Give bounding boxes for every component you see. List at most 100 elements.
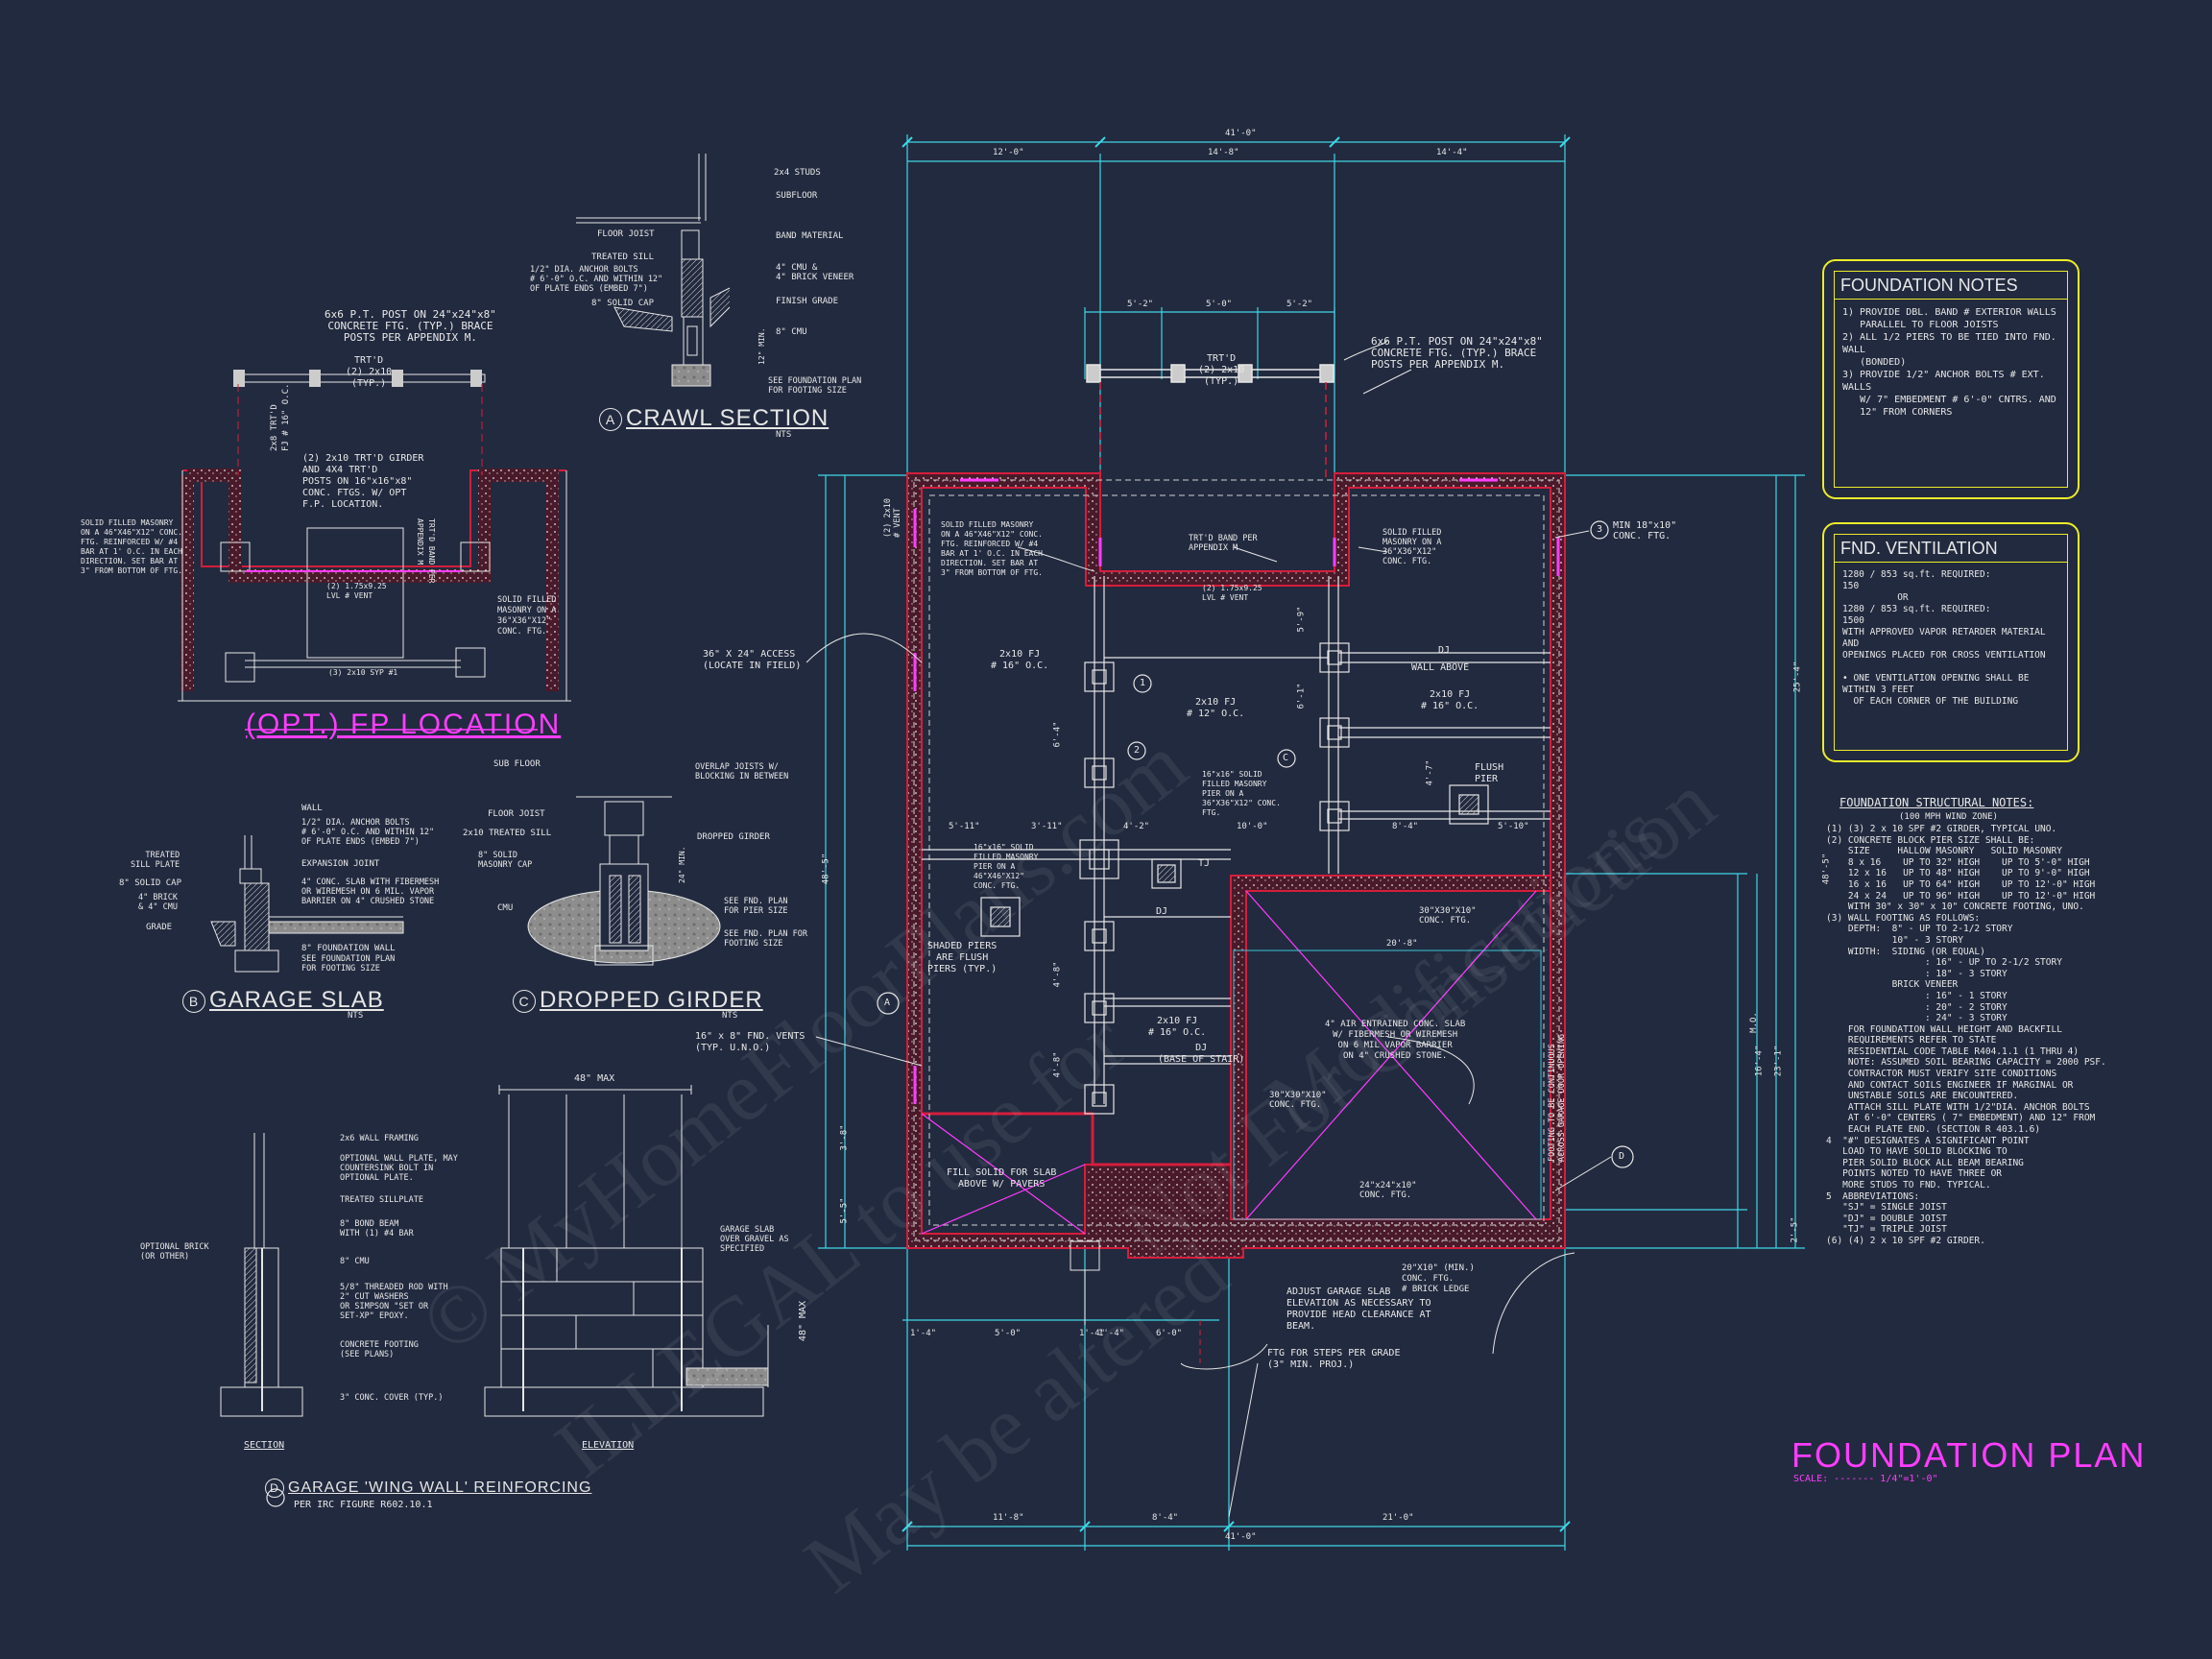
ww-label-footing: CONCRETE FOOTING (SEE PLANS) <box>340 1340 419 1359</box>
fp-callout-post: 6x6 P.T. POST ON 24"x24"x8" CONCRETE FTG… <box>325 308 496 344</box>
crawl-label-min: 12" MIN. <box>757 327 766 365</box>
plan-callout-shaded: SHADED PIERS ARE FLUSH PIERS (TYP.) <box>927 941 998 974</box>
crawl-label-subfloor: SUBFLOOR <box>776 191 818 201</box>
dg-label-girder: DROPPED GIRDER <box>697 832 770 842</box>
dim-bsmall-3: 1'-4" <box>1079 1329 1106 1338</box>
plan-callout-lvl: (2) 1.75x9.25 LVL # VENT <box>1202 584 1262 602</box>
wing-wall-title-text: GARAGE 'WING WALL' REINFORCING <box>288 1479 592 1497</box>
plan-callout-30x30-b: 30"X30"X10" CONC. FTG. <box>1269 1091 1327 1110</box>
crawl-title-text: CRAWL SECTION <box>626 405 830 431</box>
dg-label-footing: SEE FND. PLAN FOR FOOTING SIZE <box>724 929 807 949</box>
crawl-nts: NTS <box>776 430 792 440</box>
plan-callout-solid-46: SOLID FILLED MASONRY ON A 46"X46"X12" CO… <box>941 520 1043 577</box>
front-steps <box>1070 1240 1201 1363</box>
dim-left-2: 4'-8" <box>1052 961 1063 988</box>
ww-label-rod: 5/8" THREADED ROD WITH 2" CUT WASHERS OR… <box>340 1283 448 1321</box>
fnd-ventilation-box: FND. VENTILATION 1280 / 853 sq.ft. REQUI… <box>1822 522 2080 762</box>
dim-int-10: 6'-1" <box>1296 683 1307 709</box>
dim-int-8: 4'-7" <box>1425 759 1435 786</box>
fp-callout-solid-46: SOLID FILLED MASONRY ON A 46"X46"X12" CO… <box>81 518 182 575</box>
dim-right-1: 25'-4" <box>1792 661 1803 693</box>
dim-int-7: 20'-8" <box>1386 939 1418 949</box>
fp-location-title: (OPT.) FP LOCATION <box>246 709 562 740</box>
dim-bottom-2: 8'-4" <box>1152 1513 1179 1523</box>
gslab-label-sill: TREATED SILL PLATE <box>131 851 180 870</box>
plan-callout-garage-slab: 4" AIR ENTRAINED CONC. SLAB W/ FIBERMESH… <box>1325 1020 1466 1061</box>
foundation-notes-box: FOUNDATION NOTES 1) PROVIDE DBL. BAND # … <box>1822 259 2080 499</box>
ww-label-plate: OPTIONAL WALL PLATE, MAY COUNTERSINK BOL… <box>340 1154 458 1183</box>
plan-callout-fj-16c: 2x10 FJ # 16" O.C. <box>1148 1016 1207 1038</box>
plan-scale: SCALE: ------- 1/4"=1'-0" <box>1793 1474 1938 1484</box>
fp-callout-syp: (3) 2x10 SYP #1 <box>328 668 398 677</box>
grid-tag-3: 3 <box>1597 524 1603 535</box>
leader-lines <box>805 340 1612 1518</box>
plan-callout-fill-solid: FILL SOLID FOR SLAB ABOVE W/ PAVERS <box>947 1167 1057 1190</box>
crawl-label-bolts: 1/2" DIA. ANCHOR BOLTS # 6'-0" O.C. AND … <box>530 265 663 294</box>
plan-callout-fj-16b: 2x10 FJ # 16" O.C. <box>1421 689 1479 711</box>
plan-callout-24x24: 24"x24"x10" CONC. FTG. <box>1359 1181 1417 1200</box>
crawl-label-joist: FLOOR JOIST <box>597 229 655 239</box>
wing-wall-tag: D <box>265 1479 284 1498</box>
crawl-label-sill: TREATED SILL <box>591 252 655 262</box>
gslab-label-fndwall: 8" FOUNDATION WALL <box>301 944 396 953</box>
gslab-label-footing: SEE FOUNDATION PLAN FOR FOOTING SIZE <box>301 954 396 974</box>
garage-slab-x <box>921 890 1542 1235</box>
plan-callout-continuous: FOOTING TO BE CONTINUOUS ACROSS GARAGE D… <box>1548 1033 1567 1162</box>
crawl-label-grade: FINISH GRADE <box>776 297 839 306</box>
structural-notes-title: FOUNDATION STRUCTURAL NOTES: <box>1839 796 2034 809</box>
plan-callout-pier-36: 16"x16" SOLID FILLED MASONRY PIER ON A 3… <box>1202 770 1281 817</box>
plan-callout-post: 6x6 P.T. POST ON 24"x24"x8" CONCRETE FTG… <box>1371 335 1543 371</box>
plan-callout-access: 36" X 24" ACCESS (LOCATE IN FIELD) <box>703 649 802 671</box>
gslab-label-slab: 4" CONC. SLAB WITH FIBERMESH OR WIREMESH… <box>301 878 440 906</box>
wing-wall-max-top: 48" MAX <box>574 1073 615 1084</box>
grid-tag-d: D <box>1619 1151 1625 1162</box>
garage-slab-title-text: GARAGE SLAB <box>209 987 384 1013</box>
ww-label-slab: GARAGE SLAB OVER GRAVEL AS SPECIFIED <box>720 1225 789 1254</box>
grid-tag-2: 2 <box>1134 745 1141 756</box>
plan-callout-dj-a: DJ <box>1438 645 1451 656</box>
plan-callout-fj-12: 2x10 FJ # 12" O.C. <box>1187 697 1245 719</box>
garage-slab-nts: NTS <box>348 1011 364 1021</box>
dim-overall-top: 41'-0" <box>1225 129 1257 138</box>
fnd-ventilation-title: FND. VENTILATION <box>1840 539 1998 558</box>
crawl-label-cmu: 8" CMU <box>776 327 807 337</box>
fnd-ventilation-rule <box>1835 562 2067 563</box>
dim-left-1: 6'-4" <box>1052 721 1063 748</box>
foundation-notes-rule <box>1835 299 2067 300</box>
plan-callout-tj: TJ <box>1198 858 1211 869</box>
plan-callout-band: TRT'D BAND PER APPENDIX M <box>1189 534 1258 553</box>
crawl-section-detail <box>576 154 731 387</box>
dim-right-2: 23'-1" <box>1773 1045 1784 1077</box>
dim-overall-bottom: 41'-0" <box>1225 1532 1257 1542</box>
dim-top-3: 14'-4" <box>1436 148 1468 157</box>
fp-callout-solid-36: SOLID FILLED MASONRY ON A 36"X36"X12" CO… <box>497 595 557 637</box>
garage-slab-detail <box>210 835 404 973</box>
dim-porch-2: 5'-0" <box>1206 300 1233 309</box>
plan-callout-flush: FLUSH PIER <box>1475 762 1504 784</box>
dg-label-min: 24" MIN. <box>678 846 686 883</box>
dim-int-4: 10'-0" <box>1237 822 1268 831</box>
dim-top-1: 12'-0" <box>993 148 1024 157</box>
ww-label-sill: TREATED SILLPLATE <box>340 1195 423 1205</box>
ww-label-brick: OPTIONAL BRICK (OR OTHER) <box>140 1242 209 1262</box>
garage-slab-tag: B <box>182 989 205 1013</box>
dim-overall-left: 48'-5" <box>821 853 831 885</box>
dim-top-2: 14'-8" <box>1208 148 1239 157</box>
girders <box>922 576 1551 1104</box>
crawl-tag: A <box>599 407 622 431</box>
fnd-vents <box>913 478 1560 1104</box>
plan-callout-solid-36: SOLID FILLED MASONRY ON A 36"X36"X12" CO… <box>1382 528 1442 566</box>
dim-left-3: 4'-8" <box>1052 1051 1063 1078</box>
dg-label-subfloor: SUB FLOOR <box>493 759 541 769</box>
gslab-label-cap: 8" SOLID CAP <box>119 878 182 888</box>
dim-int-2: 3'-11" <box>1031 822 1063 831</box>
dim-right-mo: M.O. <box>1748 1012 1759 1033</box>
fp-callout-girder: (2) 2x10 TRT'D GIRDER AND 4X4 TRT'D POST… <box>302 453 424 510</box>
dropped-girder-title-text: DROPPED GIRDER <box>540 987 763 1013</box>
grid-tag-c: C <box>1283 753 1289 763</box>
ww-label-cover: 3" CONC. COVER (TYP.) <box>340 1393 444 1403</box>
dg-label-sill: 2x10 TREATED SILL <box>463 829 552 838</box>
